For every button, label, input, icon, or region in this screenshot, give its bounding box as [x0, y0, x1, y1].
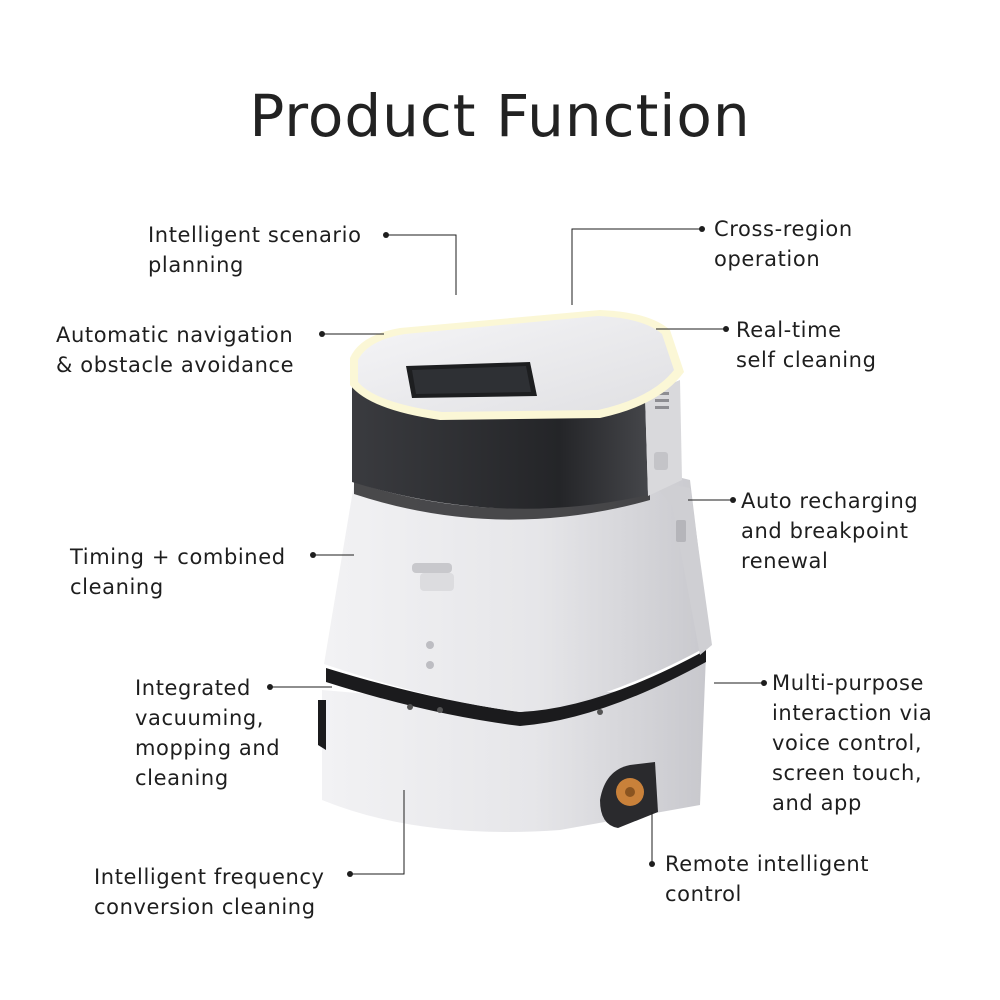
- feature-timing: Timing + combined cleaning: [70, 545, 286, 599]
- page-title: Product Function: [249, 82, 751, 150]
- feature-self-cleaning: Real-time self cleaning: [736, 318, 877, 372]
- feature-interaction: Multi-purpose interaction via voice cont…: [772, 671, 933, 815]
- feature-scenario-planning: Intelligent scenario planning: [148, 223, 362, 277]
- robot-middle-body: [324, 470, 712, 712]
- feature-frequency-conversion: Intelligent frequency conversion cleanin…: [94, 865, 325, 919]
- feature-cross-region: Cross-region operation: [714, 217, 853, 271]
- feature-navigation: Automatic navigation & obstacle avoidanc…: [56, 323, 295, 377]
- wheel-module: [600, 762, 658, 828]
- feature-integrated-cleaning: Integrated vacuuming, mopping and cleani…: [135, 676, 281, 790]
- leader-dots: [267, 226, 767, 877]
- robot-top-lid: [350, 310, 684, 420]
- feature-remote-control: Remote intelligent control: [665, 852, 870, 906]
- feature-recharging: Auto recharging and breakpoint renewal: [741, 489, 919, 573]
- leader-lines: [270, 228, 764, 875]
